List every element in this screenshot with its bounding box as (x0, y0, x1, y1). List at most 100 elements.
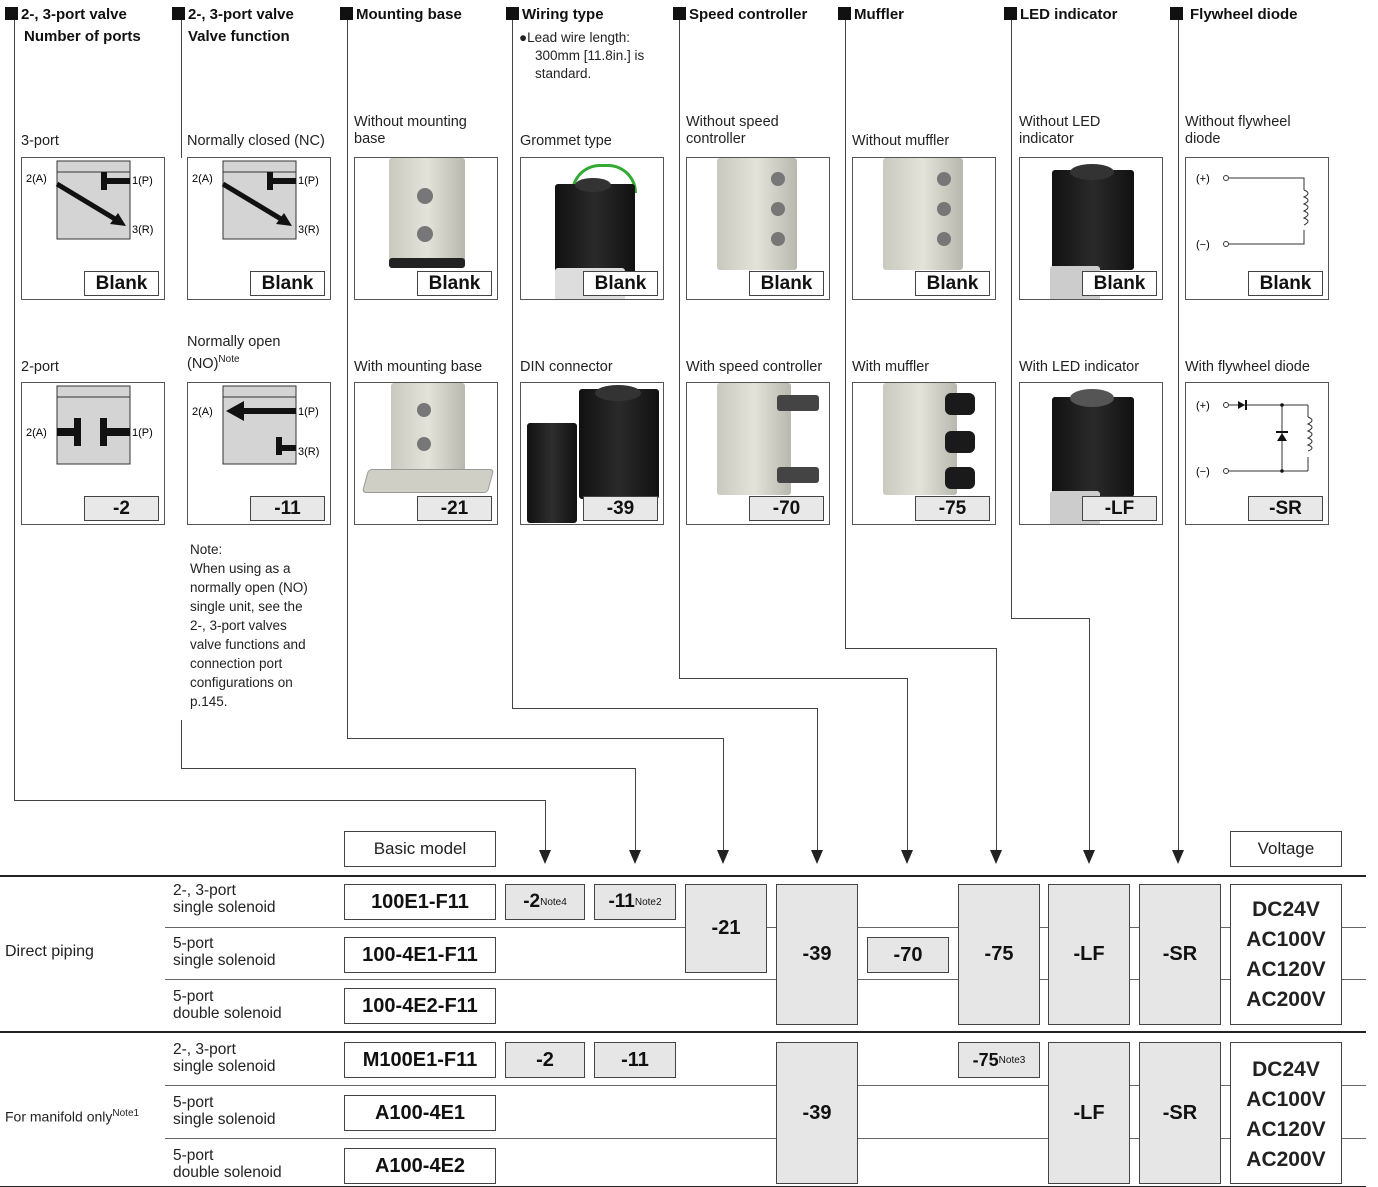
connector-line (181, 768, 635, 769)
bullet-dot-icon: ● (519, 30, 528, 45)
square-bullet-icon (838, 7, 851, 20)
direct-piping-label: Direct piping (5, 943, 94, 960)
model-cell: 100-4E1-F11 (344, 937, 496, 973)
square-bullet-icon (673, 7, 686, 20)
code-cell-wiring: -39 (776, 1042, 858, 1184)
option-label-nc: Normally closed (NC) (187, 133, 325, 149)
coil-cap-photo (595, 385, 641, 401)
valve-body-photo (883, 383, 957, 495)
svg-text:(−): (−) (1196, 239, 1210, 251)
header-speed-controller: Speed controller (673, 4, 807, 26)
option-label-diode: With flywheel diode (1185, 359, 1310, 375)
svg-text:(+): (+) (1196, 173, 1210, 185)
connector-line (996, 648, 997, 850)
arrow-down-icon (539, 850, 551, 864)
solenoid-coil-photo (1052, 170, 1134, 270)
option-label-grommet: Grommet type (520, 133, 612, 149)
arrow-down-icon (901, 850, 913, 864)
code-blank: Blank (749, 271, 824, 296)
code-cell-base: -21 (685, 884, 767, 973)
code-cell-muffler: -75 (958, 884, 1040, 1025)
speed-controller-photo (777, 467, 819, 483)
connector-line (1011, 20, 1012, 619)
voltage-label: Voltage (1230, 831, 1342, 867)
connector-line (347, 20, 348, 739)
port-hole-icon (771, 172, 785, 186)
connector-line (845, 20, 846, 649)
solenoid-coil-photo (1052, 397, 1134, 497)
svg-text:(+): (+) (1196, 400, 1210, 412)
code-cell-diode: -SR (1139, 1042, 1221, 1184)
port-hole-icon (937, 202, 951, 216)
option-box-mount: -21 (354, 382, 498, 525)
model-cell: A100-4E1 (344, 1095, 496, 1131)
option-box-muffler: -75 (852, 382, 996, 525)
valve-nc-symbol-icon: 2(A) 1(P) 3(R) (192, 160, 319, 240)
option-box-no-muffler: Blank (852, 157, 996, 300)
valve-body-photo (391, 383, 465, 473)
valve-2-port-symbol-icon: 2(A) 1(P) (26, 385, 153, 465)
option-box-led: -LF (1019, 382, 1163, 525)
code-11: -11 (250, 496, 325, 521)
connector-line (907, 678, 908, 850)
coil-cap-photo (1070, 164, 1114, 180)
connector-line (181, 20, 182, 158)
square-bullet-icon (506, 7, 519, 20)
valve-3-port-symbol-icon: 2(A) 1(P) 3(R) (26, 160, 153, 240)
svg-text:3(R): 3(R) (132, 224, 153, 236)
code-75: -75 (915, 496, 990, 521)
header-valve-function: 2-, 3-port valve Valve function (172, 4, 294, 48)
arrow-down-icon (990, 850, 1002, 864)
option-label-2-port: 2-port (21, 359, 59, 375)
code-cell-ports: -2 (505, 1042, 585, 1078)
option-box-nc: 2(A) 1(P) 3(R) Blank (187, 157, 331, 300)
solenoid-coil-photo (579, 389, 659, 499)
code-blank: Blank (1248, 271, 1323, 296)
svg-text:2(A): 2(A) (192, 406, 213, 418)
square-bullet-icon (1004, 7, 1017, 20)
square-bullet-icon (1170, 7, 1183, 20)
option-box-no-led: Blank (1019, 157, 1163, 300)
svg-text:3(R): 3(R) (298, 224, 319, 236)
speed-controller-photo (777, 395, 819, 411)
code-cell-led: -LF (1048, 1042, 1130, 1184)
connector-line (545, 800, 546, 850)
row-divider (165, 979, 1366, 980)
code-cell-led: -LF (1048, 884, 1130, 1025)
connector-line (817, 708, 818, 850)
code-2: -2 (84, 496, 159, 521)
connector-line (14, 20, 15, 801)
square-bullet-icon (340, 7, 353, 20)
connector-line (723, 738, 724, 850)
connector-line (14, 800, 545, 801)
connector-line (1178, 20, 1179, 850)
solenoid-coil-photo (555, 184, 635, 274)
valve-body-photo (717, 158, 797, 270)
connector-line (512, 708, 817, 709)
din-connector-photo (527, 423, 577, 523)
port-hole-icon (771, 202, 785, 216)
manifold-only-label: For manifold onlyNote1 (5, 1108, 140, 1125)
code-cell-diode: -SR (1139, 884, 1221, 1025)
code-sr: -SR (1248, 496, 1323, 521)
diode-circuit-icon: (+) (−) (1196, 400, 1313, 478)
row-divider (165, 1085, 1366, 1086)
arrow-down-icon (1172, 850, 1184, 864)
option-label-speed: With speed controller (686, 359, 823, 375)
port-hole-icon (937, 232, 951, 246)
code-70: -70 (749, 496, 824, 521)
option-box-2-port: 2(A) 1(P) -2 (21, 382, 165, 525)
option-box-3-port: 2(A) 1(P) 3(R) Blank (21, 157, 165, 300)
svg-text:3(R): 3(R) (298, 446, 319, 458)
code-cell-function: -11 (594, 1042, 676, 1078)
code-cell-wiring: -39 (776, 884, 858, 1025)
arrow-down-icon (717, 850, 729, 864)
model-cell: A100-4E2 (344, 1148, 496, 1184)
